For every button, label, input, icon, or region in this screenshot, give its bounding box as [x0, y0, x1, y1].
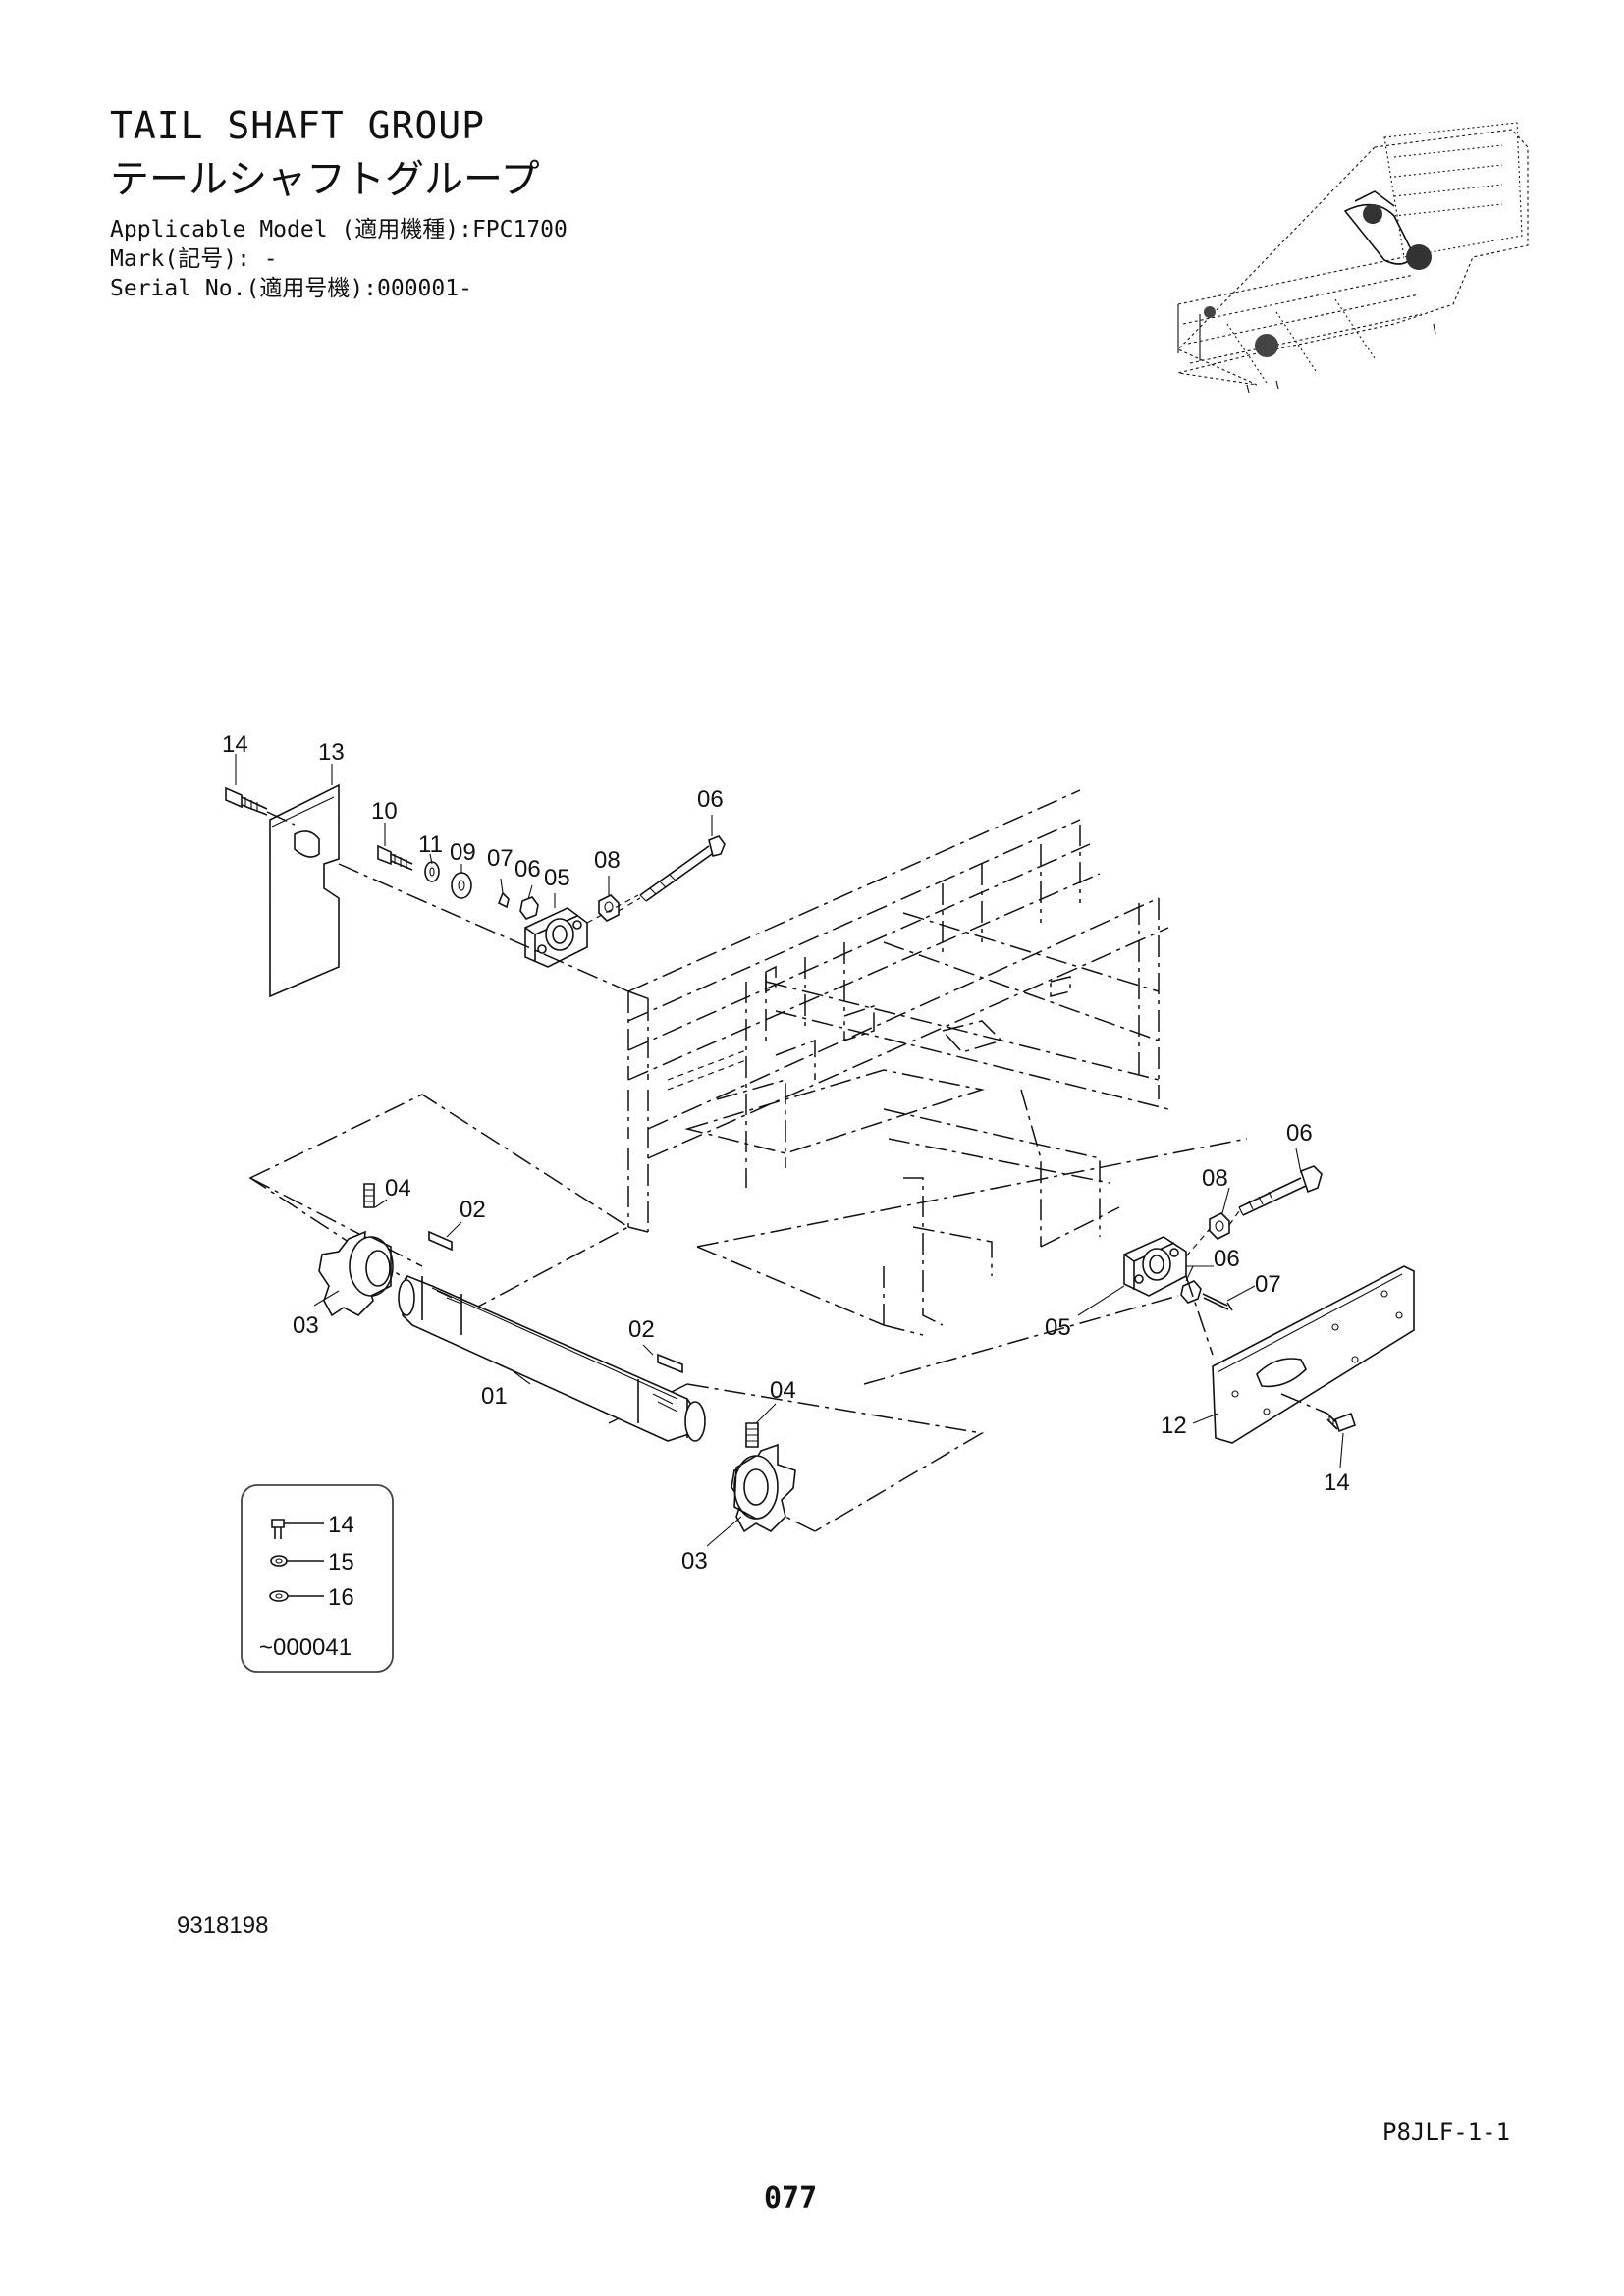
- applicable-model: Applicable Model (適用機種):FPC1700: [110, 217, 568, 242]
- callout-06-right-nut: 06: [1214, 1246, 1240, 1272]
- callout-12: 12: [1161, 1413, 1187, 1439]
- callout-14-lower: 14: [1324, 1469, 1350, 1496]
- nipple-07-upper: [497, 891, 510, 909]
- callout-05-upper: 05: [544, 865, 570, 891]
- callout-labels: 14 13 10 11 09 07 06 05 08 06 04 02 03 0…: [222, 731, 1350, 1575]
- flat-washer-icon: [269, 1590, 324, 1602]
- sprocket-03-left: [318, 1230, 394, 1317]
- callout-14-upper: 14: [222, 731, 248, 758]
- serial-number: Serial No.(適用号機):000001-: [110, 276, 472, 301]
- key-02-left: [428, 1230, 453, 1252]
- callout-06-upper-nut: 06: [514, 856, 541, 882]
- washer-11: [424, 861, 440, 882]
- locator-thumbnail: [1177, 122, 1529, 394]
- bearing-05-right: [1123, 1236, 1187, 1297]
- bolt-icon: [271, 1519, 324, 1539]
- serial-variant-inset: 14 15 16 ~000041: [241, 1484, 394, 1673]
- inset-item-14: 14: [328, 1512, 354, 1538]
- callout-13: 13: [318, 739, 345, 766]
- callout-05-right: 05: [1045, 1314, 1071, 1341]
- callout-04-right: 04: [770, 1377, 796, 1404]
- page-title-japanese: テールシャフトグループ: [110, 157, 540, 202]
- page-code: P8JLF-1-1: [1382, 2118, 1511, 2146]
- nut-08-right: [1209, 1212, 1230, 1240]
- callout-01: 01: [481, 1383, 508, 1410]
- nut-08-upper: [598, 894, 620, 922]
- cover-plate-12: [1212, 1265, 1415, 1444]
- bolt-10: [377, 844, 413, 871]
- document-number: 9318198: [177, 1912, 269, 1939]
- set-screw-04-right: [745, 1422, 759, 1448]
- callout-06-right-bolt: 06: [1286, 1120, 1313, 1147]
- callout-07-right: 07: [1255, 1271, 1281, 1298]
- callout-08-right: 08: [1202, 1165, 1228, 1192]
- leader-lines: [235, 754, 1344, 1547]
- callout-08-upper: 08: [594, 847, 621, 874]
- centerline-right: [1185, 1210, 1240, 1356]
- callout-09: 09: [450, 839, 476, 866]
- bolt-06-upper: [639, 835, 726, 902]
- key-02-right: [657, 1353, 683, 1374]
- nipple-07-right: [1202, 1293, 1233, 1311]
- inset-item-15: 15: [328, 1549, 354, 1575]
- page-title: TAIL SHAFT GROUP: [110, 104, 486, 147]
- bolt-14-lower: [1280, 1393, 1357, 1433]
- callout-03-left: 03: [293, 1312, 319, 1339]
- callout-02-right: 02: [628, 1316, 655, 1343]
- inset-serial-range: ~000041: [259, 1634, 352, 1661]
- frame-phantom: [627, 789, 1169, 1336]
- spring-washer-icon: [270, 1555, 324, 1567]
- sprocket-03-right: [731, 1443, 796, 1533]
- bolt-14-upper: [225, 786, 296, 826]
- inset-item-16: 16: [328, 1584, 354, 1611]
- shaft-01: [398, 1274, 706, 1442]
- callout-03-right: 03: [681, 1548, 708, 1575]
- centerline-upper: [338, 863, 641, 992]
- callout-06-upper-bolt: 06: [697, 786, 724, 813]
- page-number: 077: [764, 2181, 818, 2216]
- set-screw-04-left: [363, 1183, 375, 1208]
- callout-10: 10: [371, 798, 398, 825]
- mark-field: Mark(記号): -: [110, 246, 278, 272]
- bearing-05-upper: [524, 907, 588, 968]
- cover-plate-13: [269, 783, 340, 998]
- callout-07-upper: 07: [487, 845, 514, 872]
- bolt-06-right: [1238, 1165, 1323, 1216]
- callout-04-left: 04: [385, 1175, 411, 1201]
- washer-09: [451, 872, 472, 899]
- callout-11: 11: [418, 831, 443, 858]
- nut-06-upper: [519, 896, 539, 920]
- callout-02-left: 02: [460, 1197, 486, 1223]
